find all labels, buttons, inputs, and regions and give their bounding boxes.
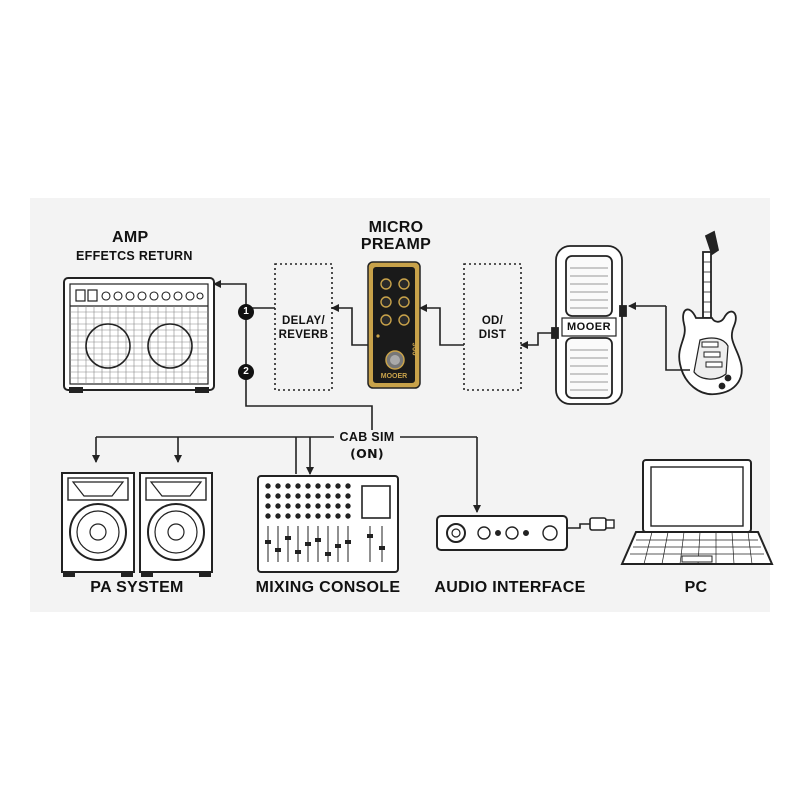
- pc-label: PC: [684, 579, 708, 596]
- od-dist-line1: OD/: [481, 315, 504, 327]
- cab-sim-label: CAB SIM (ON): [334, 431, 400, 460]
- delay-reverb-line1: DELAY/: [282, 315, 325, 327]
- amp-icon: [63, 277, 215, 393]
- audio-interface-icon: [436, 515, 615, 551]
- laptop-pc-icon: [620, 459, 774, 565]
- delay-reverb-box: [274, 263, 333, 391]
- marker-2-label: 2: [243, 366, 249, 377]
- preamp-title-line2: PREAMP: [360, 236, 432, 253]
- marker-1: [238, 304, 254, 320]
- cab-sim-line2: (ON): [350, 445, 384, 461]
- mixing-console-icon: [257, 475, 399, 573]
- amp-title: AMP: [112, 229, 149, 246]
- preamp-brand: MOOER: [380, 373, 408, 380]
- signal-lines: [92, 280, 690, 513]
- pa-speaker-right-icon: [139, 472, 213, 577]
- preamp-model: 006: [411, 342, 421, 356]
- pa-speaker-left-icon: [61, 472, 135, 577]
- cab-sim-line1: CAB SIM: [339, 430, 395, 444]
- od-dist-box: [463, 263, 522, 391]
- od-dist-label: OD/ DIST: [464, 314, 521, 342]
- preamp-title-line1: MICRO: [368, 219, 424, 236]
- mixing-console-label: MIXING CONSOLE: [255, 579, 401, 596]
- electric-guitar-icon: [678, 230, 743, 396]
- delay-reverb-label: DELAY/ REVERB: [275, 314, 332, 342]
- pedal-brand: MOOER: [566, 321, 612, 333]
- amp-subtitle: EFFETCS RETURN: [76, 249, 193, 263]
- dual-pedal-icon: [551, 245, 627, 405]
- od-dist-line2: DIST: [478, 329, 507, 341]
- marker-1-label: 1: [243, 306, 249, 317]
- micro-preamp-pedal-icon: [367, 261, 421, 389]
- pa-system-label: PA SYSTEM: [90, 579, 184, 596]
- delay-reverb-line2: REVERB: [278, 329, 329, 341]
- marker-2: [238, 364, 254, 380]
- audio-interface-label: AUDIO INTERFACE: [434, 579, 586, 596]
